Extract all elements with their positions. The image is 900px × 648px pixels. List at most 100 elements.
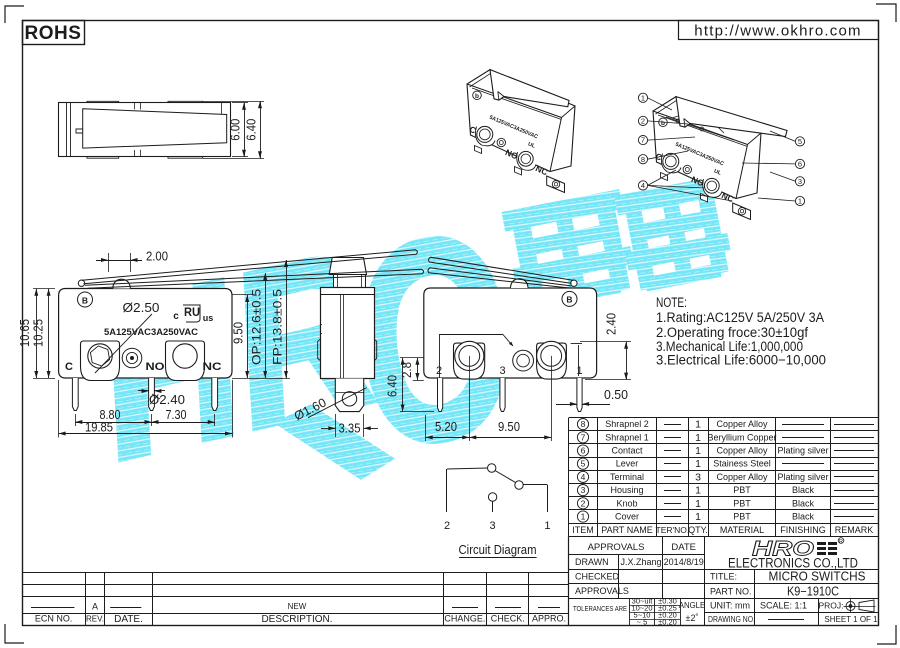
svg-text:MICRO SWITCHS: MICRO SWITCHS: [769, 569, 866, 584]
svg-text:6: 6: [798, 160, 802, 169]
svg-text:3.Mechanical Life:1,000,000: 3.Mechanical Life:1,000,000: [656, 339, 803, 354]
svg-text:±0.20: ±0.20: [658, 617, 677, 626]
svg-text:5: 5: [798, 137, 802, 146]
svg-text:Black: Black: [792, 498, 815, 508]
svg-text:~ 5: ~ 5: [637, 617, 648, 626]
svg-text:7.30: 7.30: [166, 408, 187, 422]
svg-text:±0.25: ±0.25: [658, 603, 677, 612]
svg-text:MATERIAL: MATERIAL: [720, 525, 764, 535]
svg-text:Shrapnel 1: Shrapnel 1: [605, 432, 649, 442]
svg-text:6: 6: [581, 445, 586, 455]
svg-text:2.40: 2.40: [605, 313, 619, 335]
svg-text:1: 1: [544, 520, 550, 532]
svg-text:Black: Black: [792, 512, 815, 522]
svg-text:2: 2: [581, 498, 586, 508]
svg-text:7: 7: [581, 432, 586, 442]
svg-text:APPROVALS: APPROVALS: [575, 586, 629, 596]
svg-text:b: b: [475, 93, 479, 100]
svg-text:3: 3: [490, 520, 496, 532]
svg-text:Plating silver: Plating silver: [777, 472, 828, 482]
svg-text:SHEET 1 OF 1: SHEET 1 OF 1: [824, 615, 878, 624]
svg-text:2: 2: [444, 520, 450, 532]
svg-text:REV.: REV.: [86, 614, 104, 623]
svg-text:5A125VAC3A250VAC: 5A125VAC3A250VAC: [104, 327, 198, 338]
svg-text:Cover: Cover: [615, 512, 639, 522]
svg-text:Terminal: Terminal: [610, 472, 644, 482]
svg-text:TOLERANCES ARE: TOLERANCES ARE: [573, 604, 627, 613]
svg-text:OP:12.6±0.5: OP:12.6±0.5: [250, 289, 264, 365]
svg-text:R: R: [839, 539, 843, 545]
svg-text:Beryllium Copper: Beryllium Copper: [707, 432, 776, 442]
svg-text:1: 1: [695, 419, 701, 431]
svg-text:2.8: 2.8: [400, 362, 414, 378]
svg-text:APPRO.: APPRO.: [532, 614, 566, 624]
svg-text:±2˚: ±2˚: [686, 613, 699, 623]
svg-text:us: us: [203, 313, 214, 323]
svg-text:8: 8: [581, 419, 586, 429]
svg-text:Copper Alloy: Copper Alloy: [716, 419, 768, 429]
svg-text:Contact: Contact: [611, 446, 643, 456]
svg-text:1: 1: [576, 365, 582, 377]
svg-text:Housing: Housing: [610, 485, 643, 495]
svg-text:3: 3: [695, 471, 701, 483]
svg-text:Ø2.40: Ø2.40: [149, 393, 185, 407]
svg-text:3: 3: [581, 485, 586, 495]
svg-text:8: 8: [641, 155, 645, 164]
svg-text:Knob: Knob: [616, 498, 637, 508]
svg-text:1: 1: [695, 445, 701, 457]
svg-text:REMARK: REMARK: [835, 525, 874, 535]
svg-text:NO: NO: [146, 361, 166, 373]
svg-text:9.50: 9.50: [232, 322, 246, 344]
svg-text:10.25: 10.25: [32, 319, 46, 347]
svg-text:3.Electrical Life:6000−10,000: 3.Electrical Life:6000−10,000: [656, 353, 826, 368]
svg-text:30~ult: 30~ult: [632, 597, 654, 606]
svg-text:PART NAME: PART NAME: [601, 525, 653, 535]
svg-text:b: b: [661, 120, 665, 127]
svg-text:3: 3: [798, 177, 802, 186]
svg-text:1: 1: [695, 432, 701, 444]
svg-text:ANGLE: ANGLE: [679, 601, 705, 610]
svg-text:2.Operating froce:30±10gf: 2.Operating froce:30±10gf: [656, 325, 808, 340]
svg-text:APPROVALS: APPROVALS: [588, 542, 645, 553]
svg-text:Shrapnel 2: Shrapnel 2: [605, 419, 649, 429]
svg-text:1: 1: [695, 511, 701, 523]
svg-text:2.00: 2.00: [146, 250, 168, 264]
svg-text:http://www.okhro.com: http://www.okhro.com: [694, 23, 861, 40]
svg-text:1.Rating:AC125V 5A/250V 3A: 1.Rating:AC125V 5A/250V 3A: [656, 310, 824, 325]
svg-text:2: 2: [641, 117, 645, 126]
svg-text:8.80: 8.80: [100, 408, 121, 422]
svg-text:DATE: DATE: [671, 542, 696, 553]
svg-text:K9−1910C: K9−1910C: [787, 585, 839, 599]
svg-text:C: C: [65, 361, 73, 373]
svg-text:Copper Alloy: Copper Alloy: [716, 472, 768, 482]
svg-text:1: 1: [641, 93, 645, 102]
svg-text:2014/8/19: 2014/8/19: [664, 557, 704, 567]
svg-text:UNIT: mm: UNIT: mm: [710, 600, 750, 610]
svg-text:C: C: [468, 124, 478, 136]
svg-text:ECN NO.: ECN NO.: [35, 613, 73, 623]
svg-text:HRO: HRO: [752, 538, 814, 561]
svg-text:DRAWING NO.: DRAWING NO.: [708, 614, 755, 624]
svg-text:DRAWN: DRAWN: [575, 557, 609, 567]
svg-text:9.50: 9.50: [498, 420, 520, 434]
svg-text:SCALE: 1:1: SCALE: 1:1: [760, 600, 807, 610]
svg-text:TITLE:: TITLE:: [710, 572, 737, 582]
svg-text:UL: UL: [527, 141, 537, 150]
svg-text:3: 3: [499, 365, 505, 377]
svg-text:NO: NO: [504, 147, 520, 161]
svg-text:1: 1: [581, 512, 586, 522]
svg-text:3.35: 3.35: [339, 422, 361, 436]
svg-text:±0.20: ±0.20: [658, 610, 677, 619]
svg-text:±0.30: ±0.30: [658, 597, 677, 606]
svg-text:PBT: PBT: [733, 485, 751, 495]
svg-text:PROJ:: PROJ:: [818, 600, 843, 610]
svg-text:1: 1: [695, 458, 701, 470]
svg-text:Plating silver: Plating silver: [777, 446, 828, 456]
svg-text:4: 4: [641, 181, 645, 190]
svg-text:7: 7: [641, 136, 645, 145]
svg-text:6.40: 6.40: [245, 119, 259, 141]
svg-text:FP:13.8±0.5: FP:13.8±0.5: [270, 289, 284, 365]
svg-text:6.40: 6.40: [386, 375, 400, 397]
svg-text:4: 4: [581, 472, 586, 482]
svg-text:UL: UL: [713, 168, 723, 177]
